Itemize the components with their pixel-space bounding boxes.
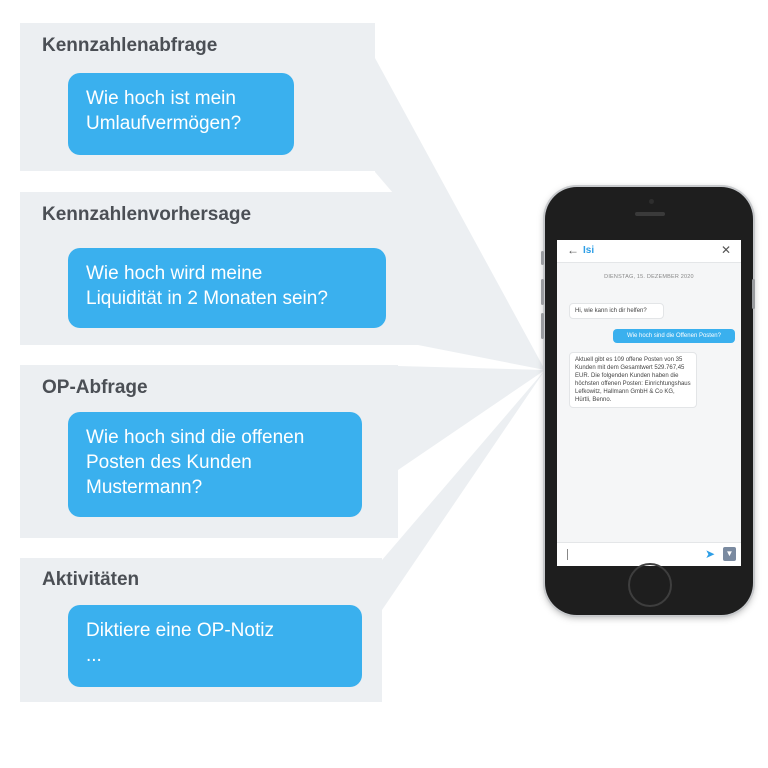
contact-name: Isi — [583, 245, 595, 256]
bubble-line: Liquidität in 2 Monaten sein? — [86, 288, 328, 309]
message-input[interactable]: ➤ ▼ — [557, 542, 741, 566]
connector-ray-4 — [382, 370, 545, 610]
home-button[interactable] — [628, 563, 672, 607]
arrow-left-icon[interactable]: ← — [567, 243, 579, 257]
volume-button — [541, 313, 544, 339]
chat-date: DIENSTAG, 15. DEZEMBER 2020 — [604, 274, 694, 280]
bubble-line: Wie hoch wird meine — [86, 263, 263, 284]
card-aktivitaeten: Aktivitäten Diktiere eine OP-Notiz ... — [20, 558, 382, 702]
connector-ray-3 — [398, 366, 545, 470]
power-button — [752, 279, 755, 309]
send-icon[interactable]: ➤ — [705, 547, 716, 561]
card-title: Aktivitäten — [42, 569, 140, 590]
connector-ray-1 — [375, 58, 545, 370]
camera-icon — [649, 199, 654, 204]
bubble-line: ... — [86, 645, 102, 666]
user-message: Wie hoch sind die Offenen Posten? — [613, 329, 735, 343]
card-title: Kennzahlenvorhersage — [42, 204, 252, 225]
card-kennzahlenvorhersage: Kennzahlenvorhersage Wie hoch wird meine… — [20, 192, 418, 345]
bubble-line: Mustermann? — [86, 477, 203, 498]
microphone-icon[interactable]: ▼ — [723, 547, 736, 561]
phone-mockup: ← Isi ✕ DIENSTAG, 15. DEZEMBER 2020 Hi, … — [541, 187, 755, 615]
chat-bubble: Wie hoch ist mein Umlaufvermögen? — [68, 73, 294, 155]
volume-button — [541, 251, 544, 265]
chat-bubble: Wie hoch sind die offenen Posten des Kun… — [68, 412, 362, 517]
bubble-line: Posten des Kunden — [86, 452, 252, 473]
bubble-line: Wie hoch ist mein — [86, 88, 236, 109]
close-icon[interactable]: ✕ — [720, 243, 731, 257]
bot-message: Hi, wie kann ich dir helfen? — [569, 303, 664, 319]
card-kennzahlenabfrage: Kennzahlenabfrage Wie hoch ist mein Umla… — [20, 23, 375, 171]
bubble-line: Umlaufvermögen? — [86, 113, 242, 134]
bot-message: Aktuell gibt es 109 offene Posten von 35… — [569, 352, 697, 408]
card-op-abfrage: OP-Abfrage Wie hoch sind die offenen Pos… — [20, 365, 398, 538]
bubble-line: Diktiere eine OP-Notiz — [86, 620, 274, 641]
chat-bubble: Diktiere eine OP-Notiz ... — [68, 605, 362, 687]
card-title: OP-Abfrage — [42, 377, 148, 398]
volume-button — [541, 279, 544, 305]
connector-ray-2 — [418, 216, 545, 370]
chat-screen: ← Isi ✕ DIENSTAG, 15. DEZEMBER 2020 Hi, … — [557, 240, 741, 566]
text-cursor — [567, 549, 568, 560]
chat-header: ← Isi ✕ — [557, 240, 741, 263]
card-title: Kennzahlenabfrage — [42, 35, 218, 56]
speaker-grille — [635, 212, 665, 216]
chat-bubble: Wie hoch wird meine Liquidität in 2 Mona… — [68, 248, 386, 328]
bubble-line: Wie hoch sind die offenen — [86, 427, 305, 448]
